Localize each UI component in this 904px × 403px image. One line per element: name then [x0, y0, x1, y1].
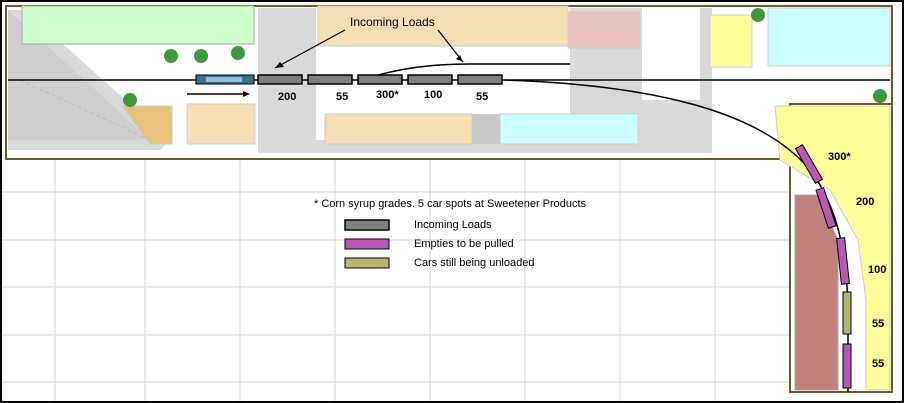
- legend-swatch-empties: [344, 238, 390, 250]
- sweetener-products-building: [774, 105, 891, 391]
- spot-label: 55: [872, 358, 884, 370]
- building-tan-mid: [324, 113, 473, 145]
- incoming-car: [357, 74, 403, 85]
- building-yellow-top: [709, 14, 753, 68]
- building-cyan-top: [767, 7, 891, 67]
- car-label: 55: [336, 91, 348, 103]
- plant-icon: [123, 8, 887, 107]
- empty-car: [842, 343, 852, 389]
- incoming-car-labels: 200 55 300* 100 55: [278, 89, 488, 103]
- building-tan-left: [186, 103, 256, 145]
- building-orange: [121, 105, 173, 145]
- spot-label: 200: [856, 196, 874, 208]
- unloading-car: [842, 291, 852, 335]
- legend-label: Cars still being unloaded: [414, 257, 534, 269]
- building-grey-mid: [472, 114, 500, 144]
- legend-note: * Corn syrup grades. 5 car spots at Swee…: [314, 198, 587, 210]
- car-label: 55: [476, 91, 488, 103]
- spot-label: 300*: [828, 151, 851, 163]
- incoming-loads-label: Incoming Loads: [350, 15, 435, 29]
- building-green: [21, 5, 255, 45]
- legend-label: Empties to be pulled: [414, 238, 514, 250]
- car-label: 300*: [376, 89, 399, 101]
- incoming-car: [257, 74, 303, 85]
- car-label: 200: [278, 91, 296, 103]
- incoming-car: [307, 74, 353, 85]
- legend-swatch-unloading: [344, 257, 390, 269]
- empty-car: [836, 237, 850, 285]
- legend-swatch-incoming: [344, 219, 390, 231]
- building-cyan-mid: [499, 113, 639, 145]
- building-tan-top: [317, 5, 569, 47]
- spur-cars: [794, 143, 852, 389]
- spot-label: 100: [868, 264, 886, 276]
- car-label: 100: [424, 89, 442, 101]
- incoming-cars: [257, 74, 503, 85]
- background-grid: [0, 160, 790, 403]
- empty-car: [794, 143, 824, 185]
- incoming-car: [457, 74, 503, 85]
- legend: * Corn syrup grades. 5 car spots at Swee…: [314, 198, 587, 269]
- brick-building: [794, 194, 839, 391]
- spot-label: 55: [872, 318, 884, 330]
- legend-label: Incoming Loads: [414, 219, 492, 231]
- building-pink: [567, 11, 641, 49]
- incoming-car: [407, 74, 453, 85]
- empty-car: [815, 187, 837, 229]
